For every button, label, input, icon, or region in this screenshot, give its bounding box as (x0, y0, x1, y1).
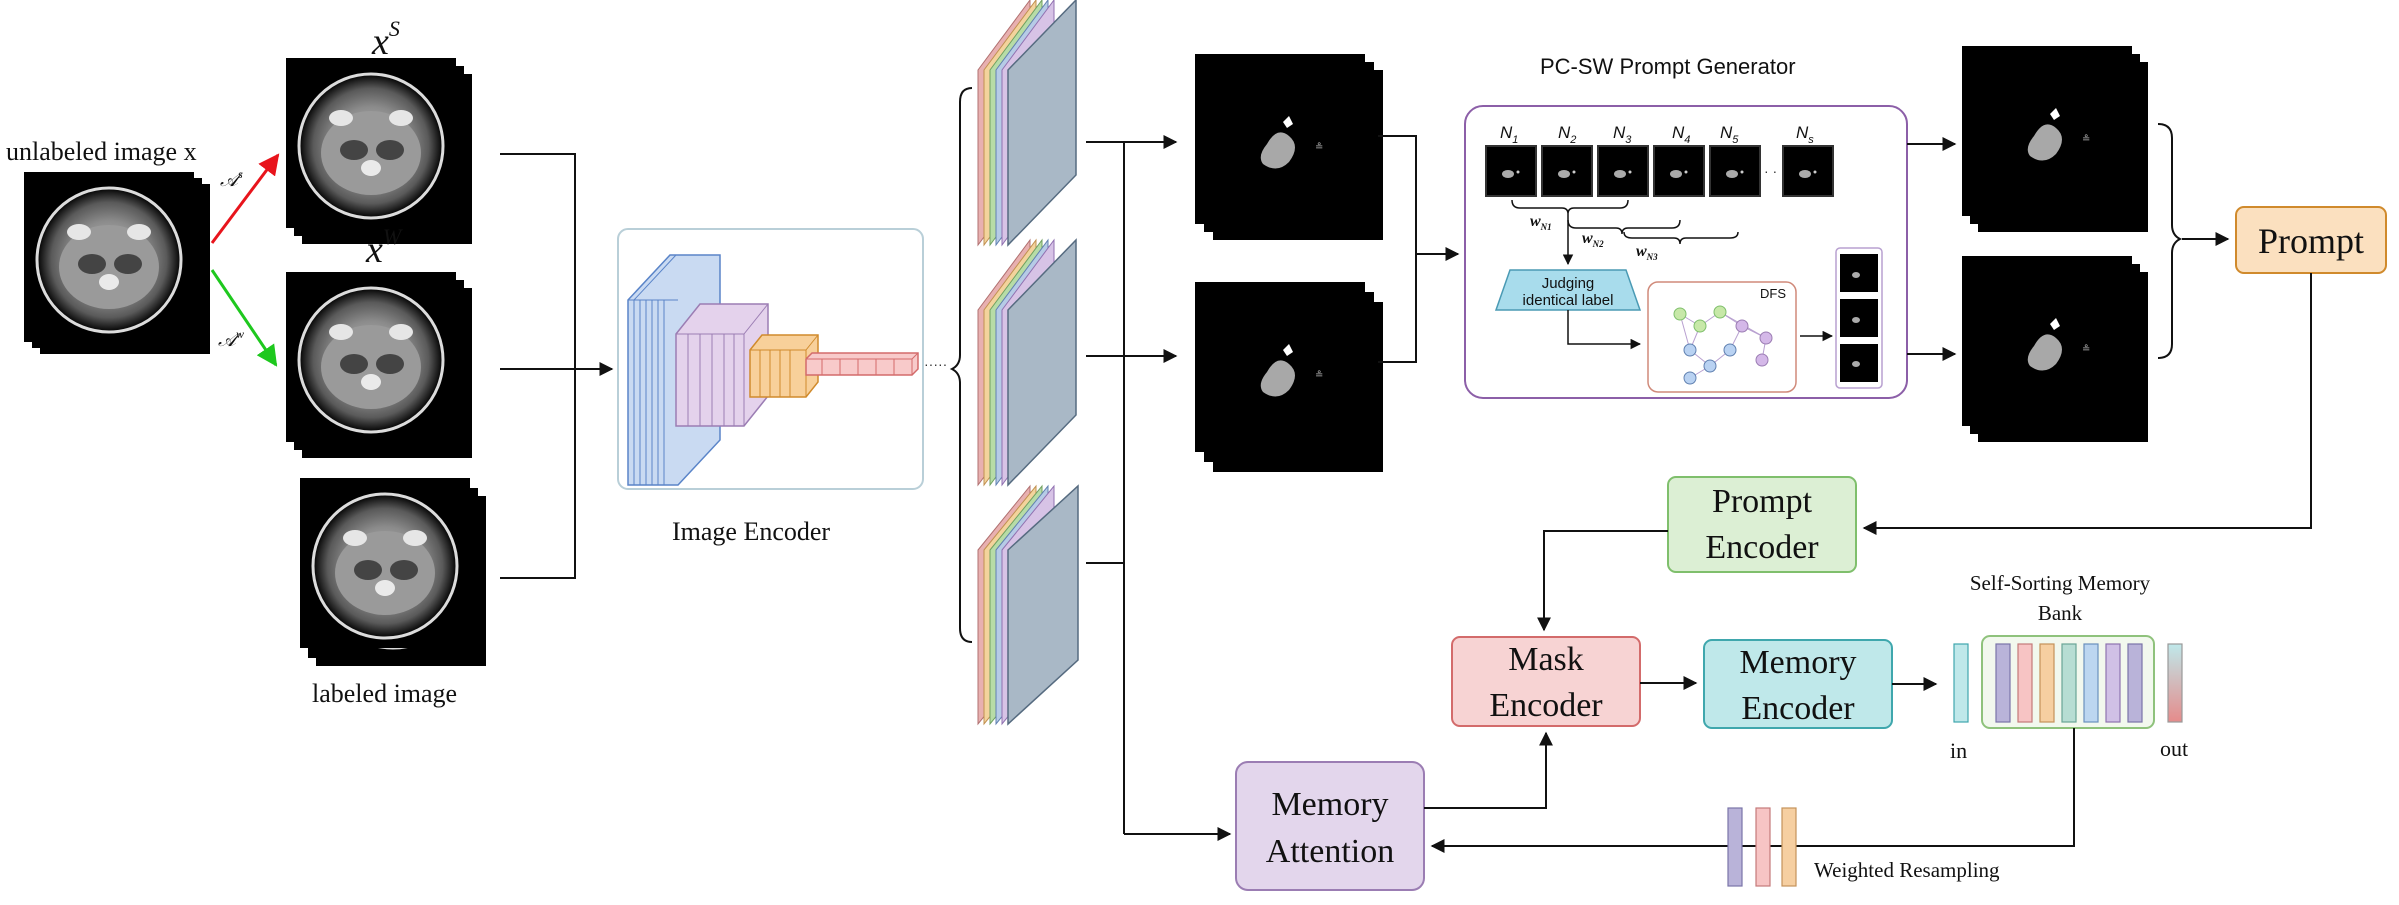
feature-map-bottom (977, 484, 1079, 726)
refined-mask-strong (1962, 46, 2148, 232)
self-sorting-title-1: Self-Sorting Memory (1970, 571, 2151, 595)
strong-augmentation-arrow (210, 153, 280, 244)
n-dots: · · (1764, 163, 1777, 179)
refined-mask-weak (1962, 256, 2148, 442)
prompt-encoder-box: Prompt Encoder (1667, 476, 1857, 573)
feature-map-top (977, 0, 1077, 247)
svg-text:Memory: Memory (1271, 786, 1388, 823)
svg-text:wN2: wN2 (1582, 230, 1604, 249)
judging-to-dfs-arrow (1567, 310, 1642, 350)
self-sorting-title-2: Bank (2038, 601, 2083, 625)
mask-to-pcsw-connectors (1378, 135, 1460, 363)
mask-prediction-strong (1195, 54, 1383, 240)
svg-text:N5: N5 (1720, 123, 1739, 146)
dfs-graph-box: DFS (1647, 281, 1797, 393)
weighted-resampling-label: Weighted Resampling (1814, 858, 2000, 882)
pcsw-output-connectors (1907, 137, 1957, 361)
svg-text:Ns: Ns (1796, 123, 1814, 146)
svg-text:Encoder: Encoder (1705, 529, 1819, 566)
svg-text:N3: N3 (1613, 123, 1632, 146)
image-encoder-box (617, 228, 924, 490)
xw-label: xW (365, 224, 403, 271)
labeled-image-label: labeled image (312, 679, 457, 708)
memory-encoder-box: Memory Encoder (1703, 639, 1893, 729)
memory-attention-to-mask-encoder-arrow (1424, 731, 1553, 809)
strong-view-stack (284, 56, 474, 246)
aug-strong-label: 𝒜s (220, 167, 244, 191)
judging-box: Judging identical label (1494, 269, 1642, 311)
svg-text:N2: N2 (1558, 123, 1576, 146)
weak-view-stack (284, 270, 474, 460)
svg-text:identical label: identical label (1523, 292, 1614, 309)
memory-bank-slots (1995, 643, 2143, 723)
svg-text:Attention: Attention (1266, 833, 1394, 870)
xs-label: xS (371, 16, 400, 63)
feature-map-middle (977, 238, 1077, 487)
unlabeled-image-label: unlabeled image x (6, 137, 197, 166)
svg-text:Mask: Mask (1508, 641, 1584, 678)
grouped-thumbnails (1835, 247, 1883, 389)
resample-slots (1727, 807, 1797, 887)
out-label: out (2160, 736, 2188, 761)
image-encoder-dots: ····· (924, 356, 947, 372)
bank-to-memory-attention-arrow (1430, 728, 2075, 853)
svg-text:Encoder: Encoder (1489, 687, 1603, 724)
weak-augmentation-arrow (210, 269, 278, 367)
mask-prediction-weak (1195, 282, 1383, 472)
svg-text:N4: N4 (1672, 123, 1690, 146)
n-labels: N1 N2 N3 N4 N5 Ns (1500, 123, 1814, 146)
memory-out-slot (2167, 643, 2183, 723)
feature-brace (949, 87, 973, 643)
svg-text:Encoder: Encoder (1741, 690, 1855, 727)
pcsw-title: PC-SW Prompt Generator (1540, 54, 1796, 79)
prompt-encoder-to-mask-encoder-arrow (1537, 530, 1668, 632)
aug-weak-label: 𝒜w (218, 327, 244, 351)
svg-text:wN1: wN1 (1530, 213, 1552, 232)
svg-text:Prompt: Prompt (1712, 483, 1813, 520)
mask-encoder-box: Mask Encoder (1451, 636, 1641, 727)
unlabeled-image-stack (22, 170, 212, 356)
input-connectors (500, 153, 614, 579)
image-encoder-label: Image Encoder (672, 517, 830, 546)
refined-brace (2157, 123, 2183, 359)
in-label: in (1950, 738, 1967, 763)
svg-text:Memory: Memory (1739, 644, 1856, 681)
svg-text:wN3: wN3 (1636, 243, 1658, 262)
svg-text:Prompt: Prompt (2258, 221, 2364, 261)
svg-text:N1: N1 (1500, 123, 1518, 146)
memory-attention-box: Memory Attention (1235, 761, 1425, 891)
w-labels: wN1 wN2 wN3 (1530, 213, 1658, 262)
memory-in-slot (1953, 643, 1969, 723)
prompt-box: Prompt (2235, 206, 2387, 274)
svg-text:DFS: DFS (1760, 286, 1786, 301)
labeled-image-stack (298, 476, 488, 668)
prompt-to-prompt-encoder-arrow (1862, 273, 2312, 535)
feature-connectors (1086, 135, 1232, 841)
svg-text:Judging: Judging (1542, 275, 1595, 292)
